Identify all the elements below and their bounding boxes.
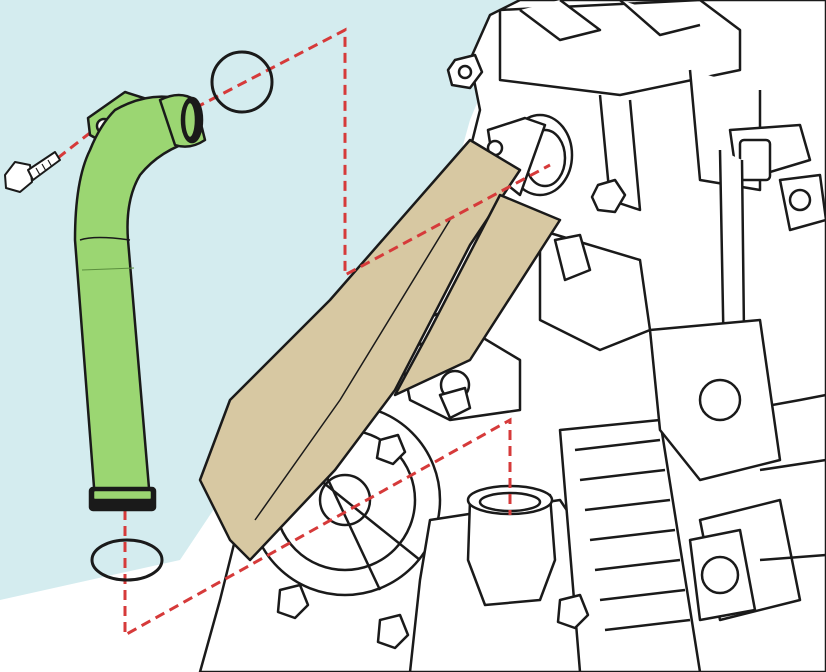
drive-belt xyxy=(198,138,562,562)
leader-line-bolt xyxy=(44,123,101,170)
coolant-hose xyxy=(73,90,207,512)
leader-line-lower xyxy=(123,417,512,638)
o-ring-lower xyxy=(90,538,164,582)
o-ring-upper xyxy=(210,50,274,114)
engine-block xyxy=(198,0,826,672)
hose-bolt xyxy=(4,151,61,193)
